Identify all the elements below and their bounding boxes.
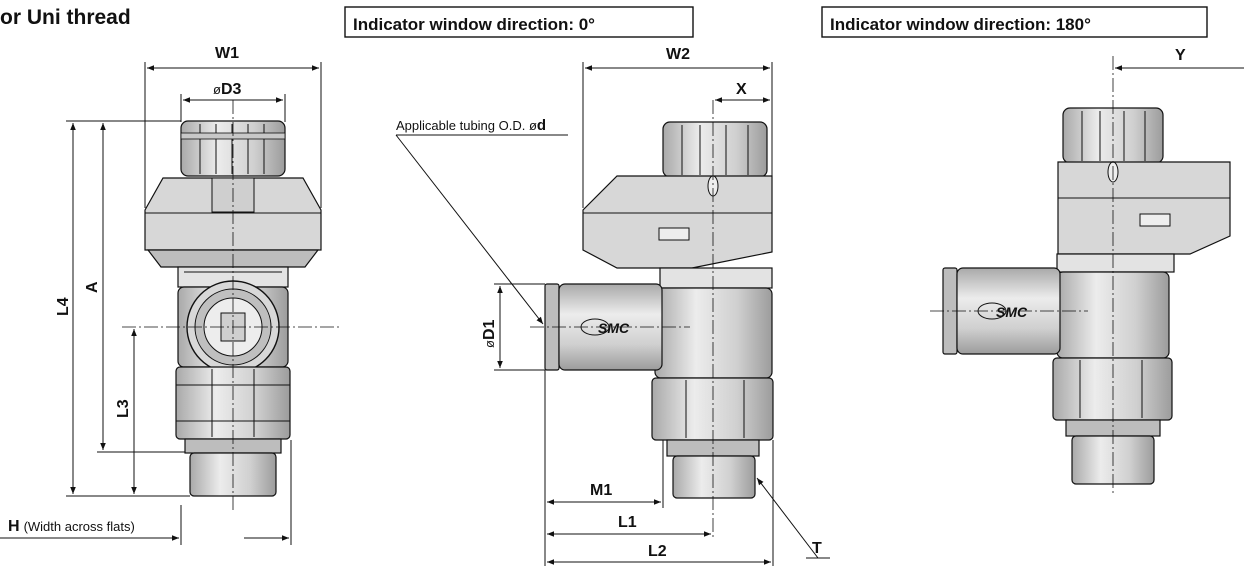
dim-a: A <box>84 281 101 293</box>
dim-t: T <box>812 540 822 557</box>
side0-hood <box>582 175 773 269</box>
dim-m1: M1 <box>590 482 612 499</box>
dim-l3: L3 <box>115 399 132 418</box>
side180-hex-nut <box>1052 357 1173 421</box>
dim-d3: øD3 <box>213 81 242 98</box>
dim-y: Y <box>1175 47 1186 64</box>
dim-x: X <box>736 81 747 98</box>
dim-w1: W1 <box>215 45 239 62</box>
front-view: W1 øD3 L4 A L3 H(Width across flats) <box>0 45 340 545</box>
side-view-0: Indicator window direction: 0° SMC <box>344 6 830 566</box>
page-title: or Uni thread <box>0 6 131 29</box>
dim-d1: øD1 <box>481 319 498 348</box>
tubing-note: Applicable tubing O.D. ød <box>396 117 546 134</box>
side180-logo: SMC <box>996 304 1028 320</box>
side-view-180: Indicator window direction: 180° SMC <box>821 6 1244 495</box>
dim-l1: L1 <box>618 514 637 531</box>
title-box-0 <box>344 6 694 38</box>
dim-w2: W2 <box>666 46 690 63</box>
side0-knob <box>662 121 768 178</box>
title-box-180 <box>821 6 1208 38</box>
dim-h: H(Width across flats) <box>8 518 135 535</box>
side0-logo: SMC <box>598 320 630 336</box>
view-title-0: Indicator window direction: 0° <box>353 15 595 34</box>
side180-hood <box>1057 161 1231 255</box>
side180-fitting: SMC <box>942 267 1061 355</box>
side0-hex-nut <box>651 377 774 441</box>
side0-body <box>654 287 773 379</box>
side0-thread <box>672 455 756 499</box>
dim-l2: L2 <box>648 543 667 560</box>
dim-l4: L4 <box>55 297 72 316</box>
view-title-180: Indicator window direction: 180° <box>830 15 1091 34</box>
